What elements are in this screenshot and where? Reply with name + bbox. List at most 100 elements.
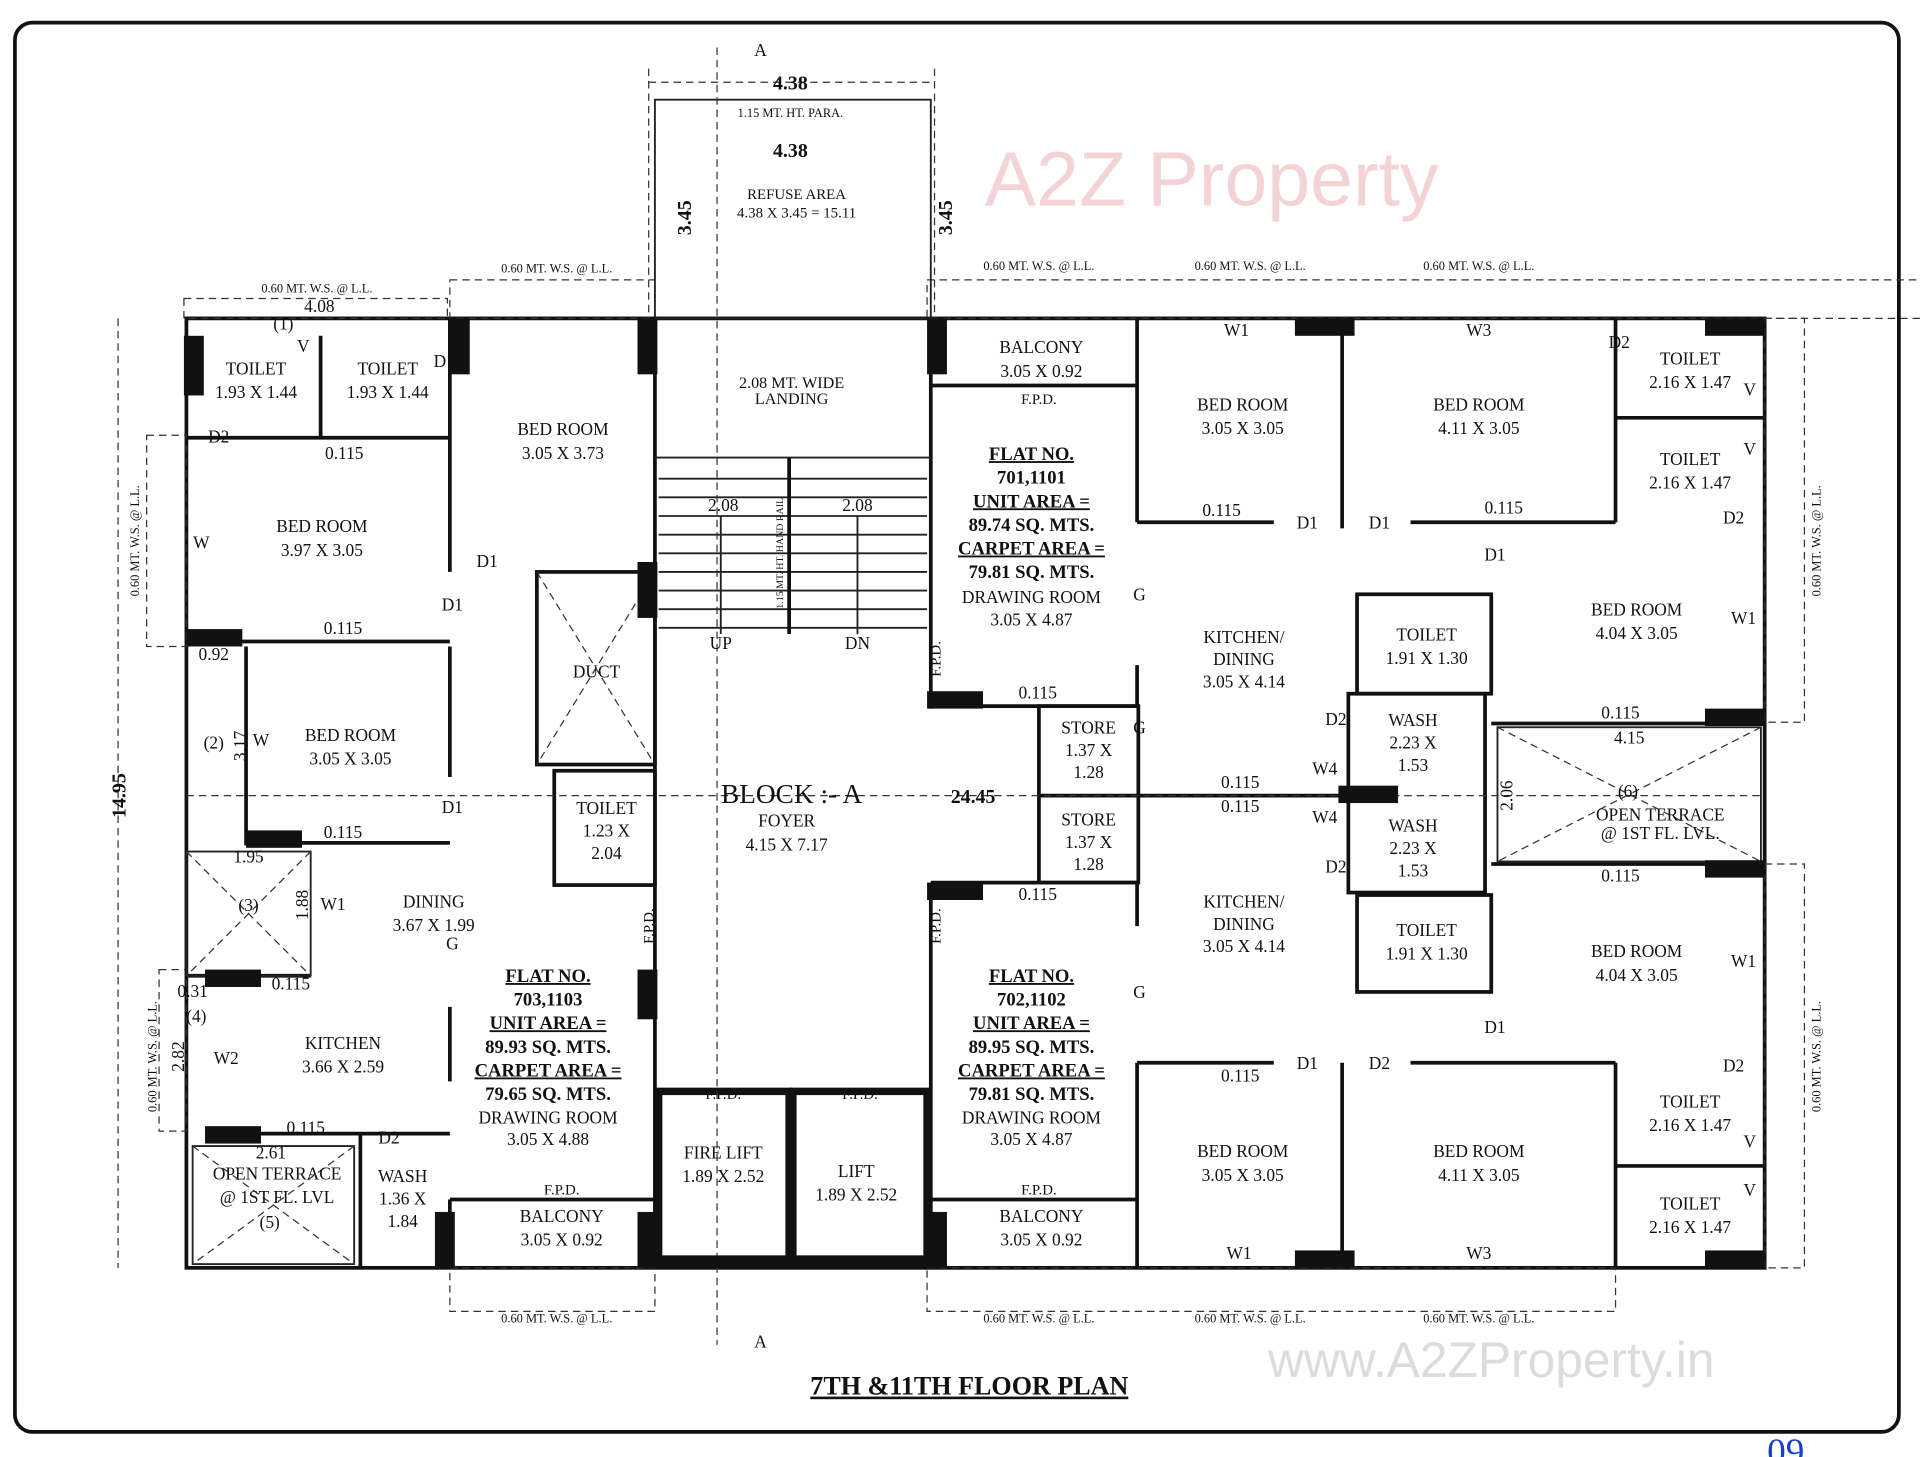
plan-tag: (3) [238,896,258,915]
unit-area-label: UNIT AREA = [490,1013,607,1034]
plan-tag: G [1133,983,1146,1002]
room-name: STORE [1061,718,1116,737]
room-name: TOILET [357,359,418,378]
plan-tag: (2) [204,733,224,752]
plan-tag: W3 [1466,321,1491,340]
room-size: 3.05 X 4.14 [1203,937,1285,956]
room-name: BALCONY [999,1207,1083,1226]
ws-label: 0.60 MT. W.S. @ L.L. [1195,1312,1306,1326]
flat-no-label: FLAT NO. [989,444,1074,465]
stair-up: UP [710,634,732,653]
overall-depth: 14.95 [109,773,131,818]
fpd-labels: F.P.D. F.P.D. F.P.D. F.P.D. F.P.D. F.P.D… [544,392,1057,1198]
fpd-label: F.P.D. [929,641,945,677]
plan-tag: 2.82 [169,1041,188,1071]
plan-tag: 2.61 [256,1143,286,1162]
ws-label: 0.60 MT. W.S. @ L.L. [501,261,612,275]
room-name: KITCHEN/ [1203,892,1284,911]
top-dim-4.38: 4.38 [773,73,808,95]
room-size: DINING [1213,650,1275,669]
foyer-label: FOYER [758,812,815,831]
plan-tag: D2 [1325,858,1346,877]
block-name: BLOCK :- A [721,779,862,809]
room-name: TOILET [576,799,637,818]
plan-tag: W1 [1731,952,1756,971]
landing-1: 2.08 MT. WIDE [739,375,844,392]
plan-tag: 3.17 [231,730,250,761]
room-name: TOILET [1660,349,1721,368]
flat-no-label: FLAT NO. [505,966,590,987]
plan-tag: W3 [1466,1244,1491,1263]
plan-tag: 0.115 [272,974,311,993]
room-size: 2.16 X 1.47 [1649,373,1731,392]
drawing-room-size: 3.05 X 4.88 [507,1130,589,1149]
ws-label: 0.60 MT. W.S. @ L.L. [983,259,1094,273]
plan-tag: V [1743,440,1756,459]
plan-tag: W4 [1312,759,1337,778]
ws-labels: 0.60 MT. W.S. @ L.L. 0.60 MT. W.S. @ L.L… [128,259,1823,1326]
room-size: 1.53 [1398,756,1429,775]
plan-tag: 0.115 [286,1119,325,1138]
plan-tag: D1 [442,798,463,817]
plan-tag: D2 [1369,1054,1390,1073]
room-size: 3.97 X 3.05 [281,541,363,560]
flat-info-701: FLAT NO. 701,1101 UNIT AREA = 89.74 SQ. … [958,444,1105,629]
plan-tag: 0.115 [325,444,364,463]
terrace-6-label: OPEN TERRACE [1596,805,1725,824]
room-size: 3.05 X 3.05 [1202,1166,1284,1185]
room-size: 1.84 [387,1212,418,1231]
plan-title: 7TH &11TH FLOOR PLAN [810,1372,1128,1401]
fpd-label: F.P.D. [642,908,658,944]
room-size: 2.23 X [1389,733,1437,752]
ws-label: 0.60 MT. W.S. @ L.L. [1810,485,1824,596]
overall-width: 24.45 [951,786,996,808]
room-size: 3.05 X 3.73 [522,444,604,463]
stair-treads [658,457,928,635]
room-size: 3.66 X 2.59 [302,1058,384,1077]
plan-tag: D2 [1723,508,1744,527]
room-size: 1.23 X [583,822,631,841]
plan-tag: 0.115 [1018,885,1057,904]
top-dim-4.38-inner: 4.38 [773,140,808,162]
room-size: 3.05 X 0.92 [1000,1230,1082,1249]
refuse-area: REFUSE AREA [747,187,846,203]
carpet-area: 79.65 SQ. MTS. [485,1084,611,1105]
drawing-room: DRAWING ROOM [962,1109,1101,1128]
unit-area: 89.95 SQ. MTS. [969,1037,1095,1058]
terrace-5-level: @ 1ST FL. LVL [220,1188,334,1207]
fpd-label: F.P.D. [929,908,945,944]
plan-tag: 0.115 [324,823,363,842]
handrail: 1.15 MT. HT. HAND RAIL [775,498,786,609]
room-size: 1.28 [1073,763,1104,782]
unit-area: 89.74 SQ. MTS. [969,515,1095,536]
flat-no: 703,1103 [514,990,583,1011]
walls [117,47,1920,1345]
room-size: 1.89 X 2.52 [682,1167,764,1186]
flat-no: 701,1101 [997,468,1066,489]
room-size: 2.16 X 1.47 [1649,474,1731,493]
terrace-6-depth: 2.06 [1497,780,1516,811]
room-size: 4.04 X 3.05 [1596,966,1678,985]
room-name: TOILET [1660,450,1721,469]
plan-tag: D2 [208,428,229,447]
page-number: 09 [1767,1432,1804,1457]
plan-tag: 0.115 [1221,773,1260,792]
plan-tag: D [434,352,447,371]
room-size: 4.11 X 3.05 [1438,1166,1520,1185]
plan-tag: D1 [442,595,463,614]
plan-tag: D1 [477,552,498,571]
fpd-label: F.P.D. [705,1087,741,1103]
plan-tag: D1 [1297,513,1318,532]
plan-tag: 1.88 [293,889,312,920]
fpd-label: F.P.D. [1021,392,1057,408]
plan-tag: W1 [1224,321,1249,340]
plan-tag: D1 [1369,513,1390,532]
room-name: TOILET [1660,1093,1721,1112]
room-size: 1.36 X [379,1189,427,1208]
terrace-5-label: OPEN TERRACE [213,1165,342,1184]
room-size: 1.53 [1398,861,1429,880]
plan-tag: 0.92 [199,645,229,664]
flat-info-702: FLAT NO. 702,1102 UNIT AREA = 89.95 SQ. … [958,966,1105,1149]
refuse-calc: 4.38 X 3.45 = 15.11 [737,206,856,222]
